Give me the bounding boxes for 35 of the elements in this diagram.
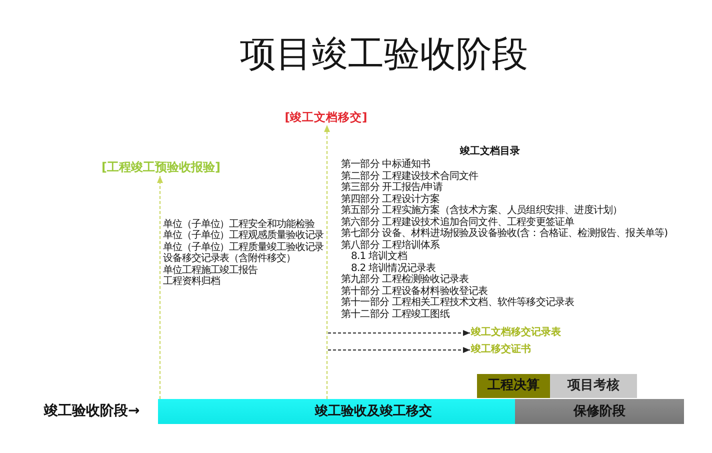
document-list-item: 8.1 培训文档 bbox=[351, 251, 407, 262]
checklist-item: 单位工程施工竣工报告 bbox=[163, 264, 258, 276]
page-title: 项目竣工验收阶段 bbox=[240, 34, 528, 76]
document-list-item: 第一部分 中标通知书 bbox=[341, 159, 430, 170]
document-list-item: 第九部分 工程检测验收记录表 bbox=[341, 274, 469, 286]
document-list-item: 第十部分 工程设备材料验收登记表 bbox=[341, 286, 488, 296]
document-list-item: 第五部分 工程实施方案（含技术方案、人员组织安排、进度计划） bbox=[341, 205, 622, 216]
deliverable-label: 竣工移交证书 bbox=[471, 344, 531, 356]
dashed-arrow bbox=[328, 330, 470, 336]
dashed-arrow bbox=[324, 124, 330, 400]
phase-box: 工程决算 bbox=[477, 374, 550, 398]
document-list-item: 第七部分 设备、材料进场报验及设备验收(含：合格证、检测报告、报关单等) bbox=[341, 228, 668, 240]
document-list-item: 第二部分 工程建设技术合同文件 bbox=[341, 170, 478, 182]
dashed-arrow bbox=[328, 347, 470, 353]
document-list-item: 第十一部分 工程相关工程技术文档、软件等移交记录表 bbox=[341, 297, 574, 308]
stage-label: [竣工文档移交] bbox=[284, 110, 368, 124]
document-list-item: 第十二部分 工程竣工图纸 bbox=[341, 308, 450, 320]
checklist-item: 单位（子单位）工程安全和功能检验 bbox=[163, 219, 314, 230]
stage-label: [工程竣工预验收报验] bbox=[102, 160, 220, 175]
checklist-item: 单位（子单位）工程质量竣工验收记录 bbox=[163, 242, 324, 253]
document-list-item: 第三部分 开工报告/申请 bbox=[341, 182, 443, 194]
document-list-item: 第八部分 工程培训体系 bbox=[341, 240, 440, 250]
dashed-arrow bbox=[157, 176, 163, 400]
document-list-item: 第六部分 工程建设技术追加合同文件、工程变更签证单 bbox=[341, 216, 574, 228]
document-list-item: 第四部分 工程设计方案 bbox=[341, 194, 440, 204]
checklist-item: 单位（子单位）工程观感质量验收记录 bbox=[163, 230, 324, 242]
checklist-item: 工程资料归档 bbox=[163, 276, 220, 288]
list-heading: 竣工文档目录 bbox=[460, 146, 520, 158]
phase-bar: 竣工验收及竣工移交 bbox=[158, 399, 515, 424]
phase-box: 项目考核 bbox=[550, 374, 637, 398]
deliverable-label: 竣工文档移交记录表 bbox=[471, 327, 561, 339]
phase-bar: 保修阶段 bbox=[515, 399, 684, 424]
checklist-item: 设备移交记录表（含附件移交） bbox=[163, 253, 296, 264]
document-list-item: 8.2 培训情况记录表 bbox=[351, 262, 436, 274]
stage-axis-label: 竣工验收阶段→ bbox=[44, 402, 140, 420]
